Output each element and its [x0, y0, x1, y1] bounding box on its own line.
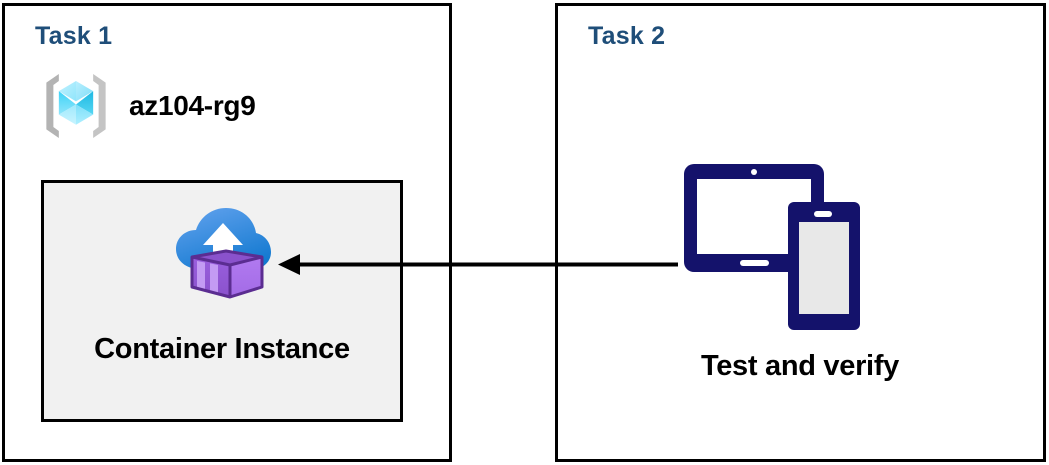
panel-title-task-2: Task 2	[588, 22, 666, 50]
panel-task-1: Task 1	[2, 3, 452, 462]
panel-title-task-1: Task 1	[35, 22, 113, 50]
container-instance-box: Container Instance	[41, 180, 403, 422]
azure-container-instance-icon	[176, 208, 271, 299]
azure-resource-group-icon	[46, 74, 106, 138]
devices-tablet-phone-icon	[684, 164, 860, 330]
test-and-verify-label: Test and verify	[700, 350, 900, 382]
resource-group-row: az104-rg9	[37, 67, 256, 145]
container-instance-label: Container Instance	[94, 333, 350, 365]
resource-group-label: az104-rg9	[129, 90, 256, 121]
